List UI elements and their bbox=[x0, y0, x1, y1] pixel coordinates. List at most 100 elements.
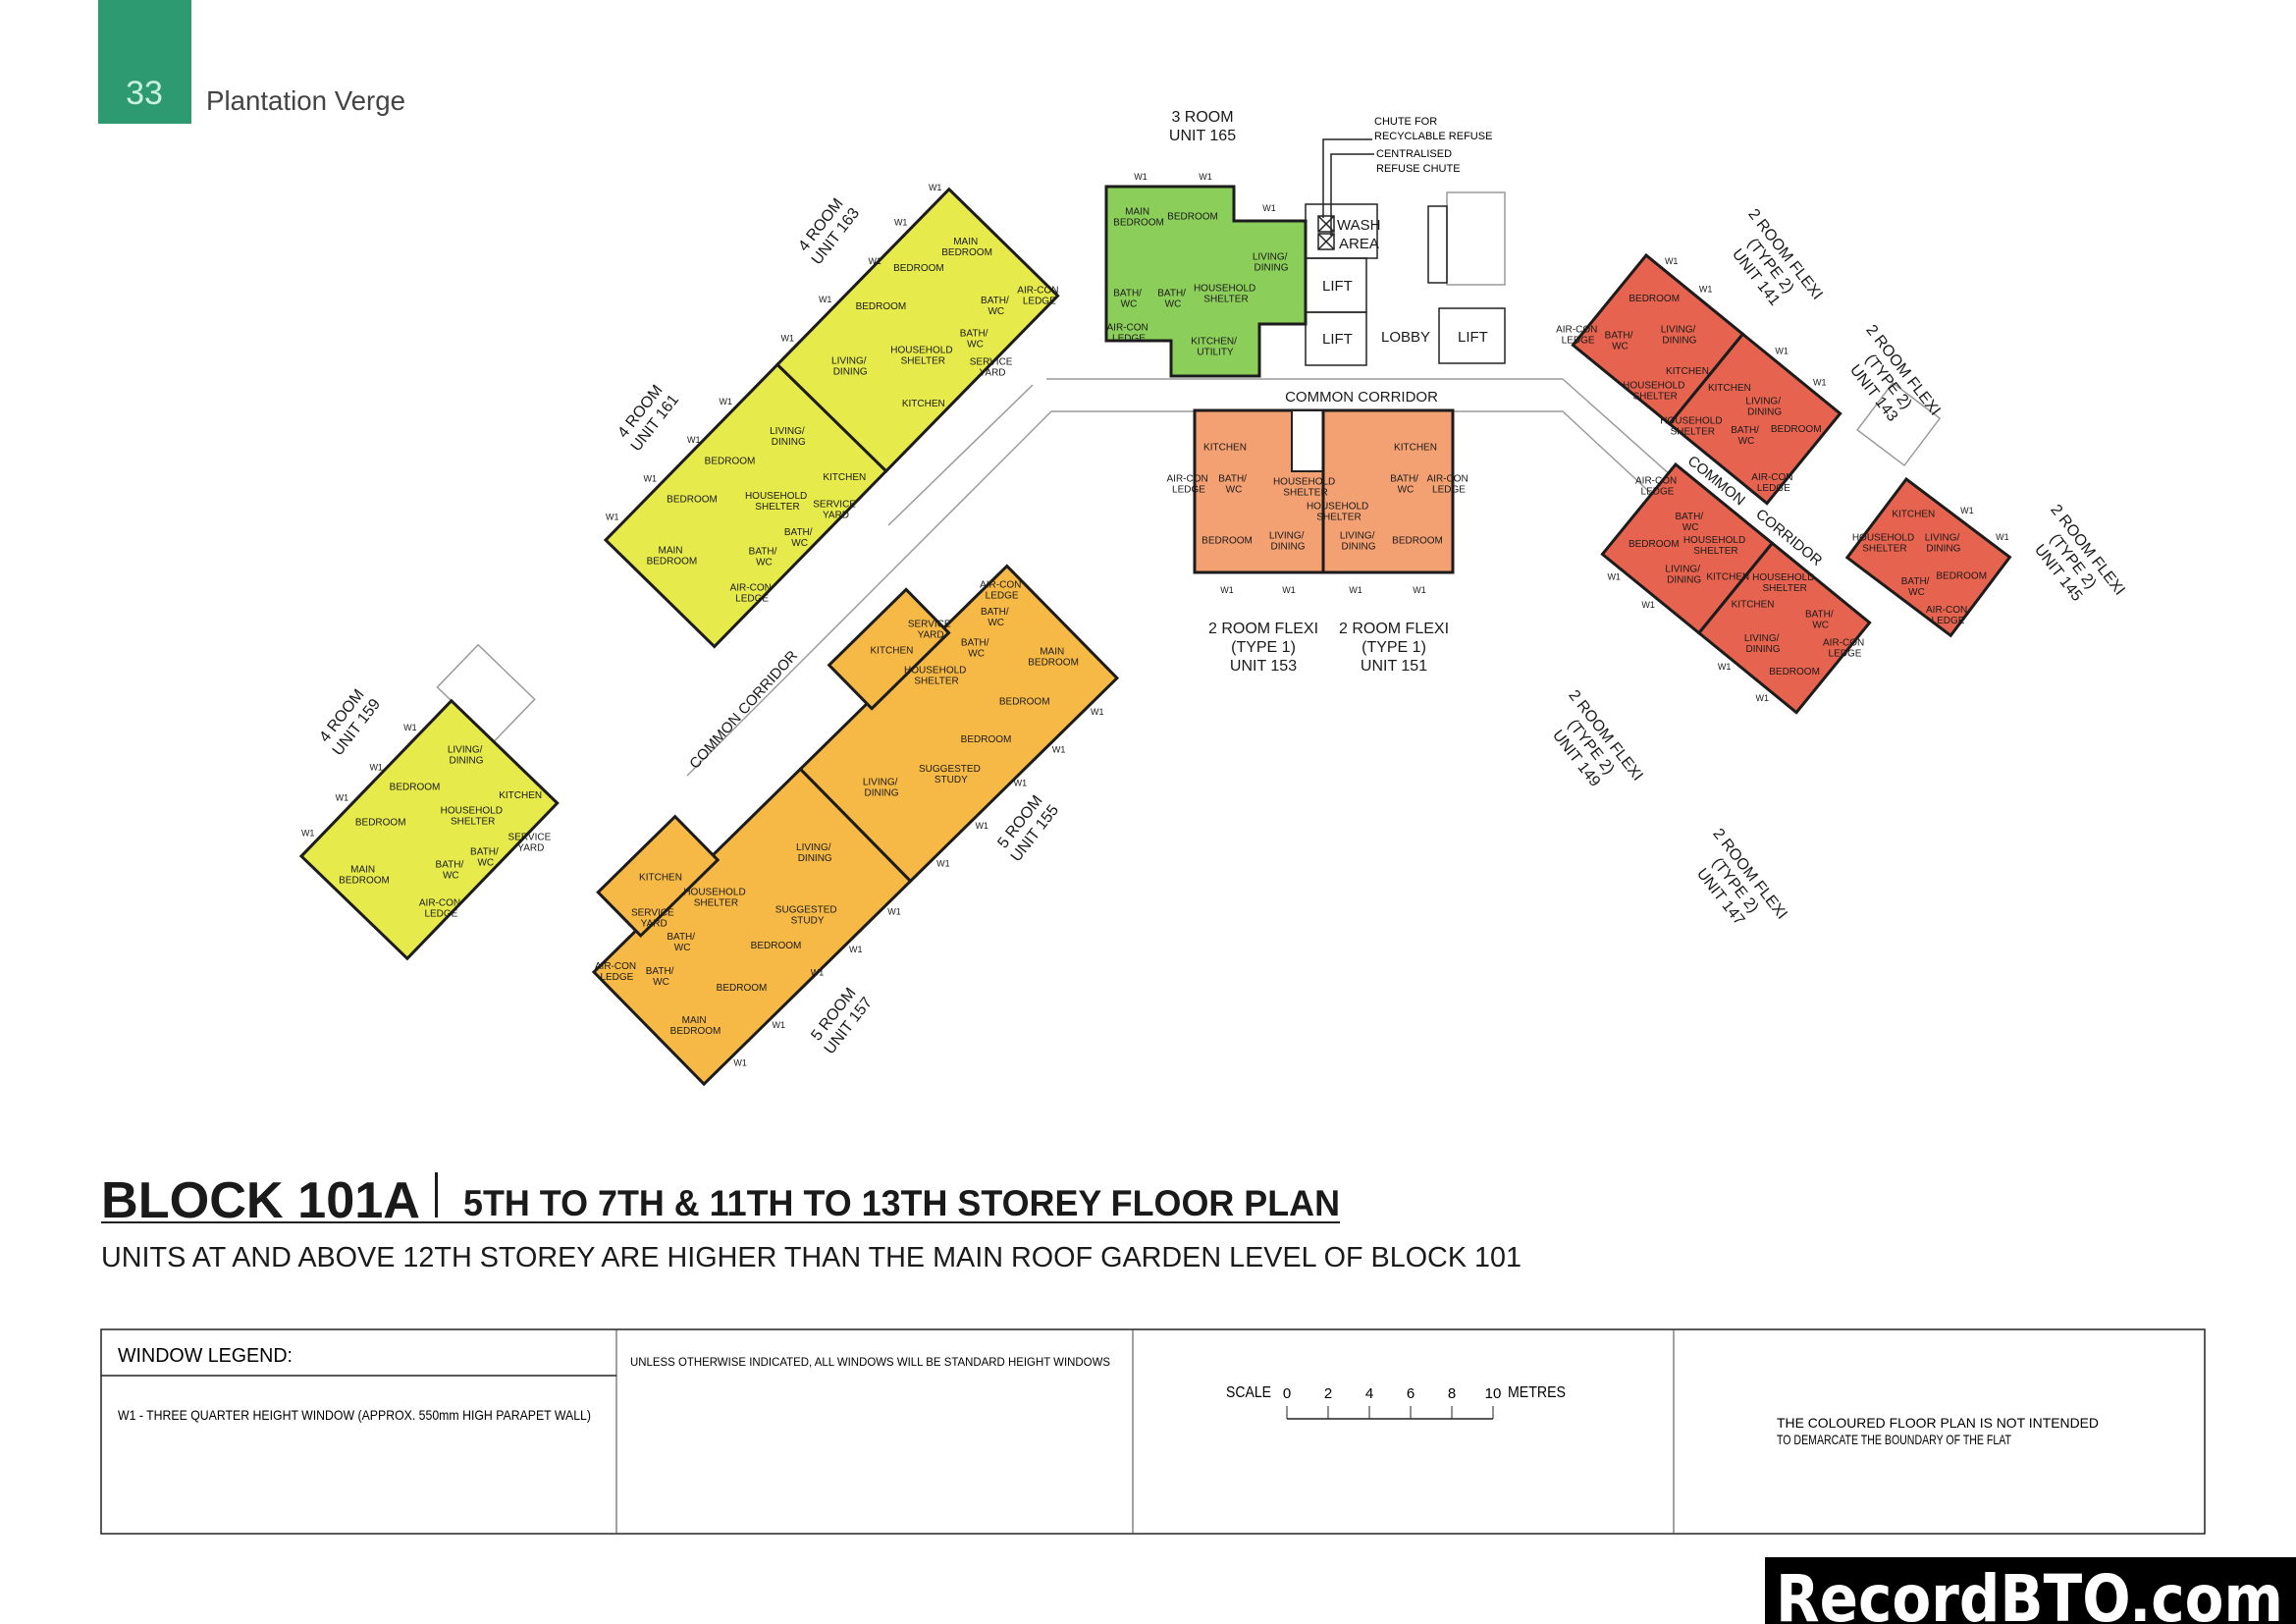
room-label: BATH/ WC bbox=[1605, 331, 1635, 352]
unit-outline bbox=[1696, 541, 1872, 715]
room-label-line: SHELTER bbox=[694, 897, 738, 908]
window-w1-label: W1 bbox=[1775, 347, 1789, 356]
room-label-line: BATH/ bbox=[749, 547, 779, 558]
room-label: BATH/ WC bbox=[1675, 512, 1705, 533]
room-label-line: DINING bbox=[798, 853, 832, 864]
room-label: KITCHEN bbox=[1666, 366, 1709, 377]
window-w1-label: W1 bbox=[687, 435, 701, 445]
room-label-line: WC bbox=[1226, 485, 1243, 496]
room-label-line: BATH/ bbox=[646, 966, 676, 977]
unit-143[interactable] bbox=[1667, 332, 1842, 506]
scale-unit: METRES bbox=[1508, 1384, 1566, 1401]
room-label: BEDROOM bbox=[961, 734, 1012, 745]
disclaimer-line: THE COLOURED FLOOR PLAN IS NOT INTENDED bbox=[1777, 1415, 2099, 1431]
room-label-line: HOUSEHOLD bbox=[1273, 477, 1338, 488]
room-label-line: BATH/ bbox=[1901, 576, 1932, 587]
unit-label: 5 ROOMUNIT 155 bbox=[993, 790, 1062, 865]
room-label-line: AIR-CON bbox=[1427, 474, 1471, 485]
window-w1-label: W1 bbox=[1665, 256, 1679, 266]
room-label-line: LIVING/ bbox=[1661, 324, 1698, 335]
unit-label: 2 ROOM FLEXI(TYPE 2)UNIT 147 bbox=[1680, 826, 1789, 946]
room-label: BATH/ WC bbox=[960, 329, 990, 351]
window-w1-label: W1 bbox=[1607, 572, 1621, 582]
chute-leader bbox=[1330, 153, 1374, 236]
room-label: BATH/ WC bbox=[436, 860, 466, 882]
room-label: BATH/ WC bbox=[784, 527, 815, 549]
room-label: BATH/ WC bbox=[1218, 474, 1249, 496]
room-label-line: SHELTER bbox=[1862, 543, 1906, 554]
room-label-line: HOUSEHOLD bbox=[890, 345, 955, 355]
room-label: BATH/ WC bbox=[981, 296, 1011, 317]
room-label: BATH/ WC bbox=[1805, 610, 1836, 631]
unit-151[interactable] bbox=[1321, 408, 1455, 574]
unit-165[interactable] bbox=[1104, 185, 1308, 378]
room-label: HOUSEHOLD SHELTER bbox=[1852, 532, 1917, 554]
room-label-line: LEDGE bbox=[1757, 483, 1790, 494]
room-label: HOUSEHOLD SHELTER bbox=[1273, 477, 1338, 499]
room-label: LIVING/ DINING bbox=[1269, 531, 1307, 553]
standard-window-note: UNLESS OTHERWISE INDICATED, ALL WINDOWS … bbox=[630, 1355, 1110, 1369]
room-label-line: AIR-CON bbox=[980, 579, 1024, 590]
unit-159[interactable] bbox=[288, 643, 599, 961]
room-label: KITCHEN bbox=[1203, 443, 1247, 454]
room-label-line: WC bbox=[477, 857, 494, 868]
room-label: AIR-CON LEDGE bbox=[1107, 323, 1151, 345]
room-label-line: WC bbox=[1612, 342, 1629, 352]
unit-145[interactable] bbox=[1792, 381, 2052, 638]
window-w1-label: W1 bbox=[1641, 600, 1655, 610]
room-label-line: SHELTER bbox=[1693, 546, 1737, 557]
room-label: BATH/ WC bbox=[646, 966, 676, 988]
unit-outline bbox=[603, 362, 888, 649]
room-label-line: KITCHEN/ bbox=[1191, 337, 1239, 348]
room-label: KITCHEN bbox=[1706, 572, 1749, 583]
room-label: SERVICE YARD bbox=[508, 833, 555, 854]
room-label: BEDROOM bbox=[717, 983, 768, 994]
window-w1-label: W1 bbox=[1413, 585, 1426, 595]
room-label: SUGGESTED STUDY bbox=[919, 764, 984, 785]
window-w1-label: W1 bbox=[1756, 693, 1770, 703]
room-label: LIVING/ DINING bbox=[1925, 533, 1962, 555]
room-label-line: LEDGE bbox=[1432, 485, 1466, 496]
window-w1-label: W1 bbox=[781, 334, 795, 344]
room-label-line: BATH/ bbox=[784, 527, 815, 538]
room-label: BEDROOM bbox=[1769, 667, 1820, 677]
unit-155[interactable] bbox=[763, 527, 1120, 884]
storey-note: UNITS AT AND ABOVE 12TH STOREY ARE HIGHE… bbox=[101, 1242, 1522, 1273]
room-label: BEDROOM bbox=[1392, 536, 1443, 547]
room-label-line: SUGGESTED bbox=[775, 905, 840, 916]
room-label-line: WC bbox=[1121, 299, 1138, 310]
unit-outline bbox=[1104, 185, 1308, 378]
room-label-line: MAIN bbox=[1125, 207, 1152, 218]
room-label-line: SHELTER bbox=[755, 502, 799, 513]
room-label-line: WC bbox=[674, 943, 691, 953]
window-w1-label: W1 bbox=[1220, 585, 1234, 595]
room-label-line: AIR-CON bbox=[730, 583, 774, 594]
unit-label: 2 ROOM FLEXI(TYPE 1)UNIT 151 bbox=[1339, 621, 1449, 675]
room-label: SERVICE YARD bbox=[970, 356, 1016, 378]
room-label: HOUSEHOLD SHELTER bbox=[1752, 572, 1817, 594]
room-label: BEDROOM bbox=[893, 263, 944, 274]
room-label-line: LEDGE bbox=[1172, 485, 1205, 496]
room-label-line: BATH/ bbox=[1731, 425, 1761, 436]
room-label-line: AIR-CON bbox=[419, 898, 463, 909]
room-label-line: BATH/ bbox=[1157, 289, 1188, 299]
room-label-line: WC bbox=[653, 977, 669, 988]
room-label-line: WC bbox=[1908, 587, 1925, 598]
room-label: HOUSEHOLD SHELTER bbox=[745, 491, 810, 513]
room-label-line: LEDGE bbox=[1932, 616, 1965, 626]
unit-157[interactable] bbox=[556, 731, 913, 1087]
common-corridor-label: COMMON CORRIDOR bbox=[1285, 389, 1438, 406]
room-label-line: LEDGE bbox=[1562, 336, 1595, 347]
unit-161[interactable] bbox=[603, 362, 888, 649]
room-label-line: DINING bbox=[1342, 542, 1376, 553]
room-label: BEDROOM bbox=[1167, 212, 1218, 223]
room-label: AIR-CON LEDGE bbox=[1427, 474, 1471, 496]
room-label: BEDROOM bbox=[355, 817, 406, 828]
room-label-line: HOUSEHOLD bbox=[1623, 381, 1687, 392]
room-label-line: BEDROOM bbox=[1113, 218, 1164, 229]
unit-label-line: 2 ROOM FLEXI bbox=[1339, 621, 1449, 637]
unit-147[interactable] bbox=[1696, 541, 1872, 715]
lift bbox=[1305, 311, 1367, 366]
room-label-line: AIR-CON bbox=[1926, 605, 1970, 616]
